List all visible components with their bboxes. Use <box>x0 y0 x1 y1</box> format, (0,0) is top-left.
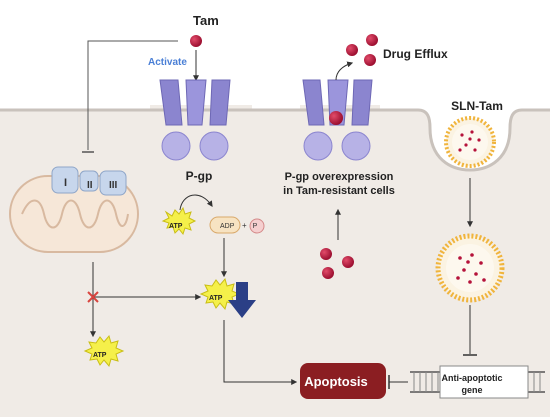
phosphate-circle <box>249 218 265 234</box>
effluxed-drug-3 <box>364 54 376 66</box>
atp-label-pgp: ATP <box>169 223 183 230</box>
efflux-arrow <box>335 61 354 81</box>
effluxed-drug-1 <box>346 44 358 56</box>
anti-apoptotic-gene-box <box>439 365 529 399</box>
intracellular-drug-3 <box>322 267 334 279</box>
sln-nanoparticle-2 <box>435 233 505 303</box>
pgp-label: P-gp <box>185 169 213 183</box>
adp-label: ADP <box>220 223 235 230</box>
atp-hydrolysis-arrow <box>179 194 213 211</box>
anti-apoptotic-label-line2: gene <box>461 385 483 395</box>
tam-drug-molecule <box>190 35 202 47</box>
atp-starburst-pgp <box>161 206 197 236</box>
adp-pill <box>209 216 241 234</box>
intracellular-drug-1 <box>320 248 332 260</box>
overexpression-label-line1: P-gp overexpression <box>284 171 394 183</box>
activate-label: Activate <box>148 57 187 68</box>
sln-nanoparticle-1 <box>444 116 496 168</box>
overexpression-label-line2: in Tam-resistant cells <box>283 185 395 197</box>
complex-ii-label: II <box>87 180 93 191</box>
intracellular-drug-2 <box>342 256 354 268</box>
drug-efflux-label: Drug Efflux <box>383 47 448 61</box>
complex-i <box>51 166 79 194</box>
apoptosis-box <box>300 363 386 399</box>
complex-iii-label: III <box>109 180 118 191</box>
atp-to-apoptosis-arrow <box>223 320 298 385</box>
complex-ii <box>79 170 99 192</box>
complex-iii <box>99 170 127 196</box>
anti-apoptotic-label-line1: Anti-apoptotic <box>441 373 503 383</box>
complex-i-label: I <box>64 177 68 189</box>
cell-membrane <box>0 108 550 172</box>
pgp-transporter-overexpressed <box>302 79 373 161</box>
sln-tam-label: SLN-Tam <box>451 99 503 113</box>
atp-label-lower: ATP <box>93 352 107 359</box>
effluxed-drug-2 <box>366 34 378 46</box>
cell-cytoplasm <box>0 105 550 417</box>
phosphate-label: P <box>252 223 258 230</box>
atp-starburst-lower <box>83 334 125 368</box>
atp-label-center: ATP <box>209 295 223 302</box>
apoptosis-label: Apoptosis <box>304 374 368 389</box>
atp-decrease-arrow <box>228 282 256 318</box>
blocked-x-icon <box>87 291 99 303</box>
tam-label: Tam <box>193 13 219 28</box>
tam-to-complex-inhibit-line <box>87 40 178 150</box>
plus-sign: + <box>242 221 247 230</box>
pgp-transporter <box>159 79 231 161</box>
